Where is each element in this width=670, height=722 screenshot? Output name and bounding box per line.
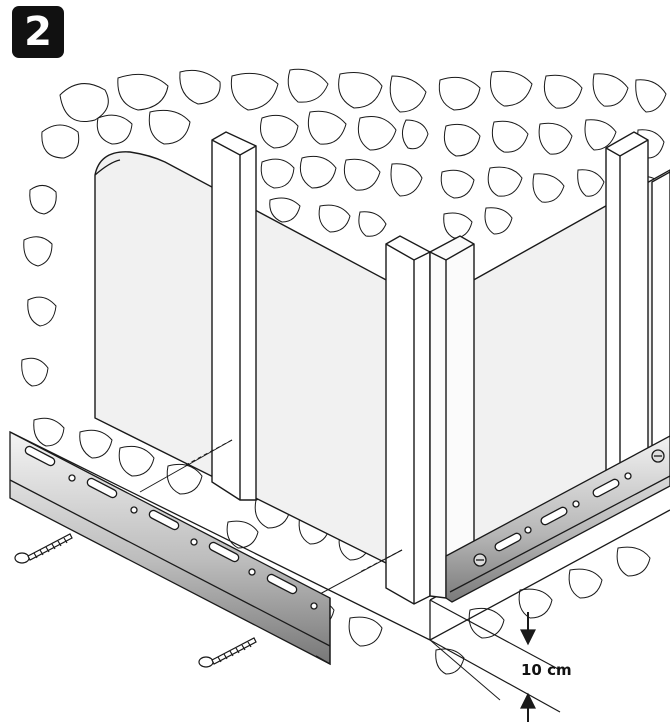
metal-mounting-rail-left xyxy=(9,430,331,666)
dimension-arrow-icon xyxy=(520,629,536,646)
metal-mounting-rail-right xyxy=(445,435,670,603)
step-number-badge: 2 xyxy=(12,6,64,58)
screw-icon xyxy=(14,533,73,564)
wooden-batten-corner-2 xyxy=(429,235,475,599)
screw-icon xyxy=(198,637,257,668)
wooden-batten-right-edge xyxy=(651,171,670,482)
wooden-batten-corner-1 xyxy=(385,235,431,605)
wooden-batten-right xyxy=(605,131,649,485)
dimension-arrow-icon xyxy=(520,692,536,709)
wooden-batten-left xyxy=(211,131,257,501)
measurement-label: 10 cm xyxy=(521,661,572,679)
dimension-marker xyxy=(429,599,561,722)
